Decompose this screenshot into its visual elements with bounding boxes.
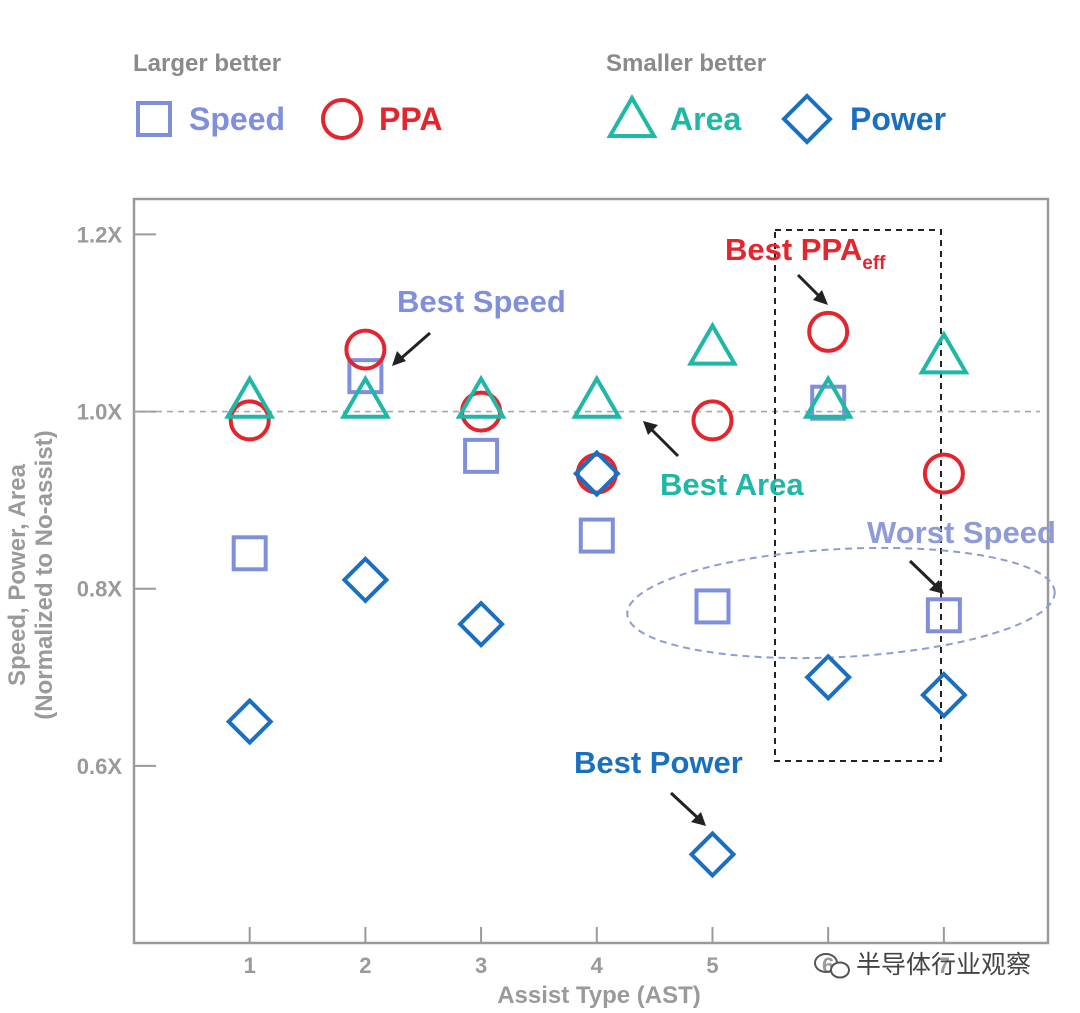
annotation-best-speed: Best Speed [397, 284, 566, 319]
x-axis-title: Assist Type (AST) [497, 982, 701, 1009]
power-point [804, 653, 853, 702]
x-tick-label: 3 [475, 953, 487, 978]
legend-circle-icon [321, 98, 363, 140]
annotation-best-area: Best Area [660, 467, 804, 502]
x-tick-label: 1 [244, 953, 256, 978]
legend-triangle-icon [606, 94, 658, 138]
y-axis-title-line1: Speed, Power, Area [4, 463, 31, 686]
ppa-point [922, 452, 965, 495]
x-tick-label: 7 [938, 953, 950, 978]
legend-label-power: Power [850, 101, 946, 137]
y-axis-title-line2: (Normalized to No-assist) [31, 430, 58, 719]
speed-point [925, 597, 962, 634]
legend-diamond-icon [781, 93, 833, 145]
legend: Larger better Smaller better Speed PPA A… [133, 50, 946, 145]
area-point [571, 374, 623, 419]
annotation-best-power: Best Power [574, 745, 743, 780]
legend-heading-smaller: Smaller better [606, 50, 766, 77]
area-point [687, 321, 738, 366]
power-point [341, 556, 390, 604]
watermark: 半导体行业观察 [814, 951, 1031, 979]
area-point [802, 374, 854, 419]
ppa-point [575, 452, 618, 495]
x-tick-label: 5 [706, 953, 718, 978]
x-tick-label: 4 [591, 953, 604, 978]
highlight-box-ast6 [774, 229, 942, 762]
wechat-icon [814, 953, 850, 979]
y-tick-label: 0.6X [77, 754, 123, 779]
ppa-point [691, 399, 734, 442]
area-point [918, 330, 970, 375]
arrow-best-speed [397, 331, 431, 363]
arrow-best-area [648, 426, 680, 458]
annotations: Best Speed Best PPAeff Best Area Worst S… [392, 232, 1056, 826]
annotation-best-ppa-sub: eff [862, 253, 886, 274]
annotation-best-ppa: Best PPAeff [725, 232, 886, 274]
arrowhead-worst-speed [929, 580, 944, 594]
annotation-worst-speed: Worst Speed [867, 515, 1056, 550]
legend-label-speed: Speed [189, 101, 285, 137]
power-point [920, 671, 968, 719]
y-tick-label: 1.0X [77, 400, 123, 425]
y-tick-label: 1.2X [77, 222, 123, 247]
worst-speed-ellipse [626, 546, 1056, 660]
speed-point [810, 384, 847, 421]
data-markers [224, 310, 970, 879]
speed-point [694, 588, 731, 625]
area-point [455, 374, 507, 419]
speed-point [578, 517, 615, 554]
annotation-best-ppa-main: Best PPA [725, 232, 862, 267]
y-axis: 0.6X 0.8X 1.0X 1.2X [77, 222, 156, 779]
ppa-point [344, 328, 387, 371]
x-tick-label: 2 [359, 953, 371, 978]
speed-point [347, 358, 384, 395]
watermark-text: 半导体行业观察 [856, 951, 1031, 979]
ppa-point [807, 310, 850, 353]
legend-label-area: Area [670, 101, 741, 137]
arrow-best-power [669, 791, 701, 821]
area-point [339, 374, 391, 419]
power-point [572, 449, 621, 498]
arrow-worst-speed [908, 559, 939, 589]
speed-point [463, 437, 500, 474]
legend-square-icon [136, 101, 172, 137]
plot-frame [132, 197, 1050, 945]
y-tick-label: 0.8X [77, 577, 123, 602]
power-point [225, 697, 274, 746]
legend-label-ppa: PPA [379, 101, 442, 137]
arrowhead-best-area [643, 421, 658, 435]
speed-point [231, 535, 268, 572]
area-point [224, 374, 276, 419]
arrowhead-best-ppa [813, 290, 828, 305]
power-point [688, 830, 737, 879]
power-point [457, 600, 505, 648]
legend-heading-larger: Larger better [133, 50, 281, 77]
arrowhead-best-power [691, 812, 706, 826]
ppa-point [228, 399, 271, 442]
arrowhead-best-speed [392, 351, 406, 366]
